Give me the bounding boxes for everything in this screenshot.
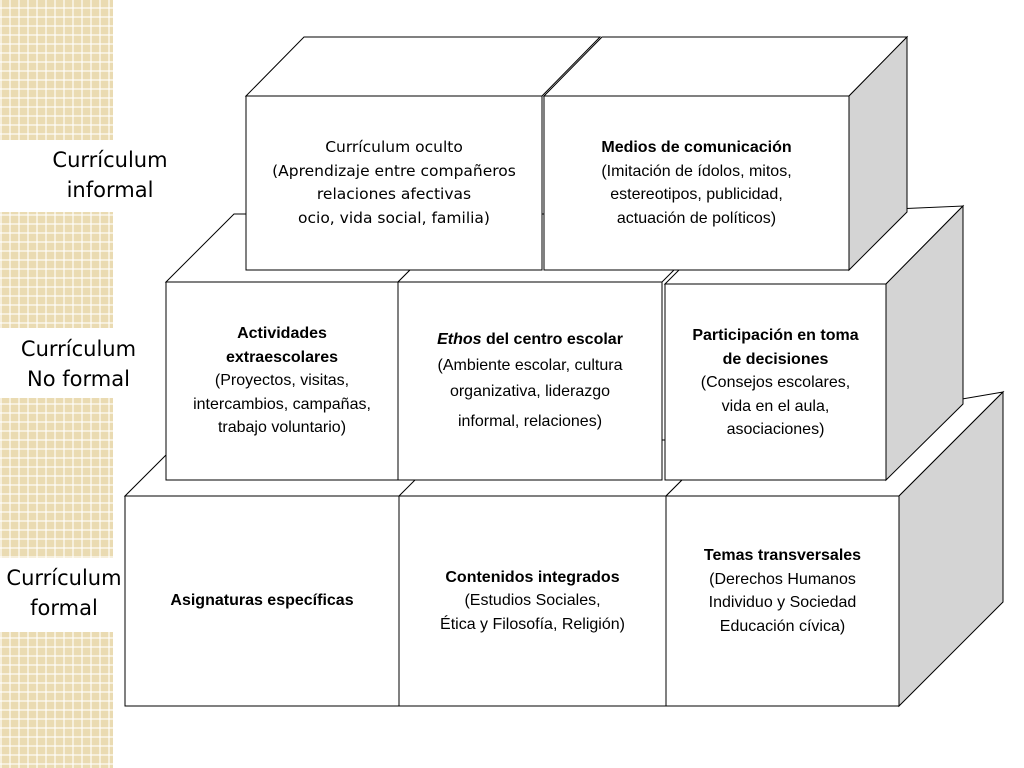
box-title: Medios de comunicación: [601, 139, 792, 156]
box-front-temas: [665, 495, 900, 707]
box-title: Currículum oculto: [325, 138, 463, 156]
box-contenidos-integrados: Contenidos integrados (Estudios Sociales…: [399, 498, 666, 704]
box-front-medios: [543, 95, 850, 271]
box-front-ethos: [397, 281, 663, 481]
box-medios-comunicacion: Medios de comunicación (Imitación de ído…: [546, 100, 847, 266]
box-front-contenidos: [398, 495, 667, 707]
label-band-no-formal: [0, 328, 150, 398]
box-front-participacion: [664, 283, 887, 481]
box-title: Asignaturas específicas: [170, 592, 354, 610]
box-top-oculto: [244, 36, 602, 97]
box-actividades-extraescolares: Actividades extraescolares (Proyectos, v…: [166, 286, 398, 476]
box-ethos-centro-escolar: Ethos del centro escolar (Ambiente escol…: [400, 286, 660, 476]
box-temas-transversales: Temas transversales (Derechos Humanos In…: [666, 496, 899, 686]
box-title: Participación en toma: [692, 327, 859, 345]
box-front-actividades: [165, 281, 399, 481]
box-participacion-decisiones: Participación en toma de decisiones (Con…: [665, 288, 886, 478]
box-top-medios: [542, 36, 909, 97]
box-curriculum-oculto: Currículum oculto (Aprendizaje entre com…: [272, 138, 516, 227]
box-title: Temas transversales: [703, 547, 862, 564]
box-asignaturas-especificas: Asignaturas específicas: [125, 498, 399, 704]
box-front-oculto: [245, 95, 543, 271]
label-band-informal: [0, 140, 180, 212]
label-band-formal: [0, 558, 140, 632]
box-title: Actividades: [237, 325, 327, 343]
box-title: Ethos del centro escolar: [437, 331, 623, 348]
box-title: Contenidos integrados: [445, 568, 620, 586]
